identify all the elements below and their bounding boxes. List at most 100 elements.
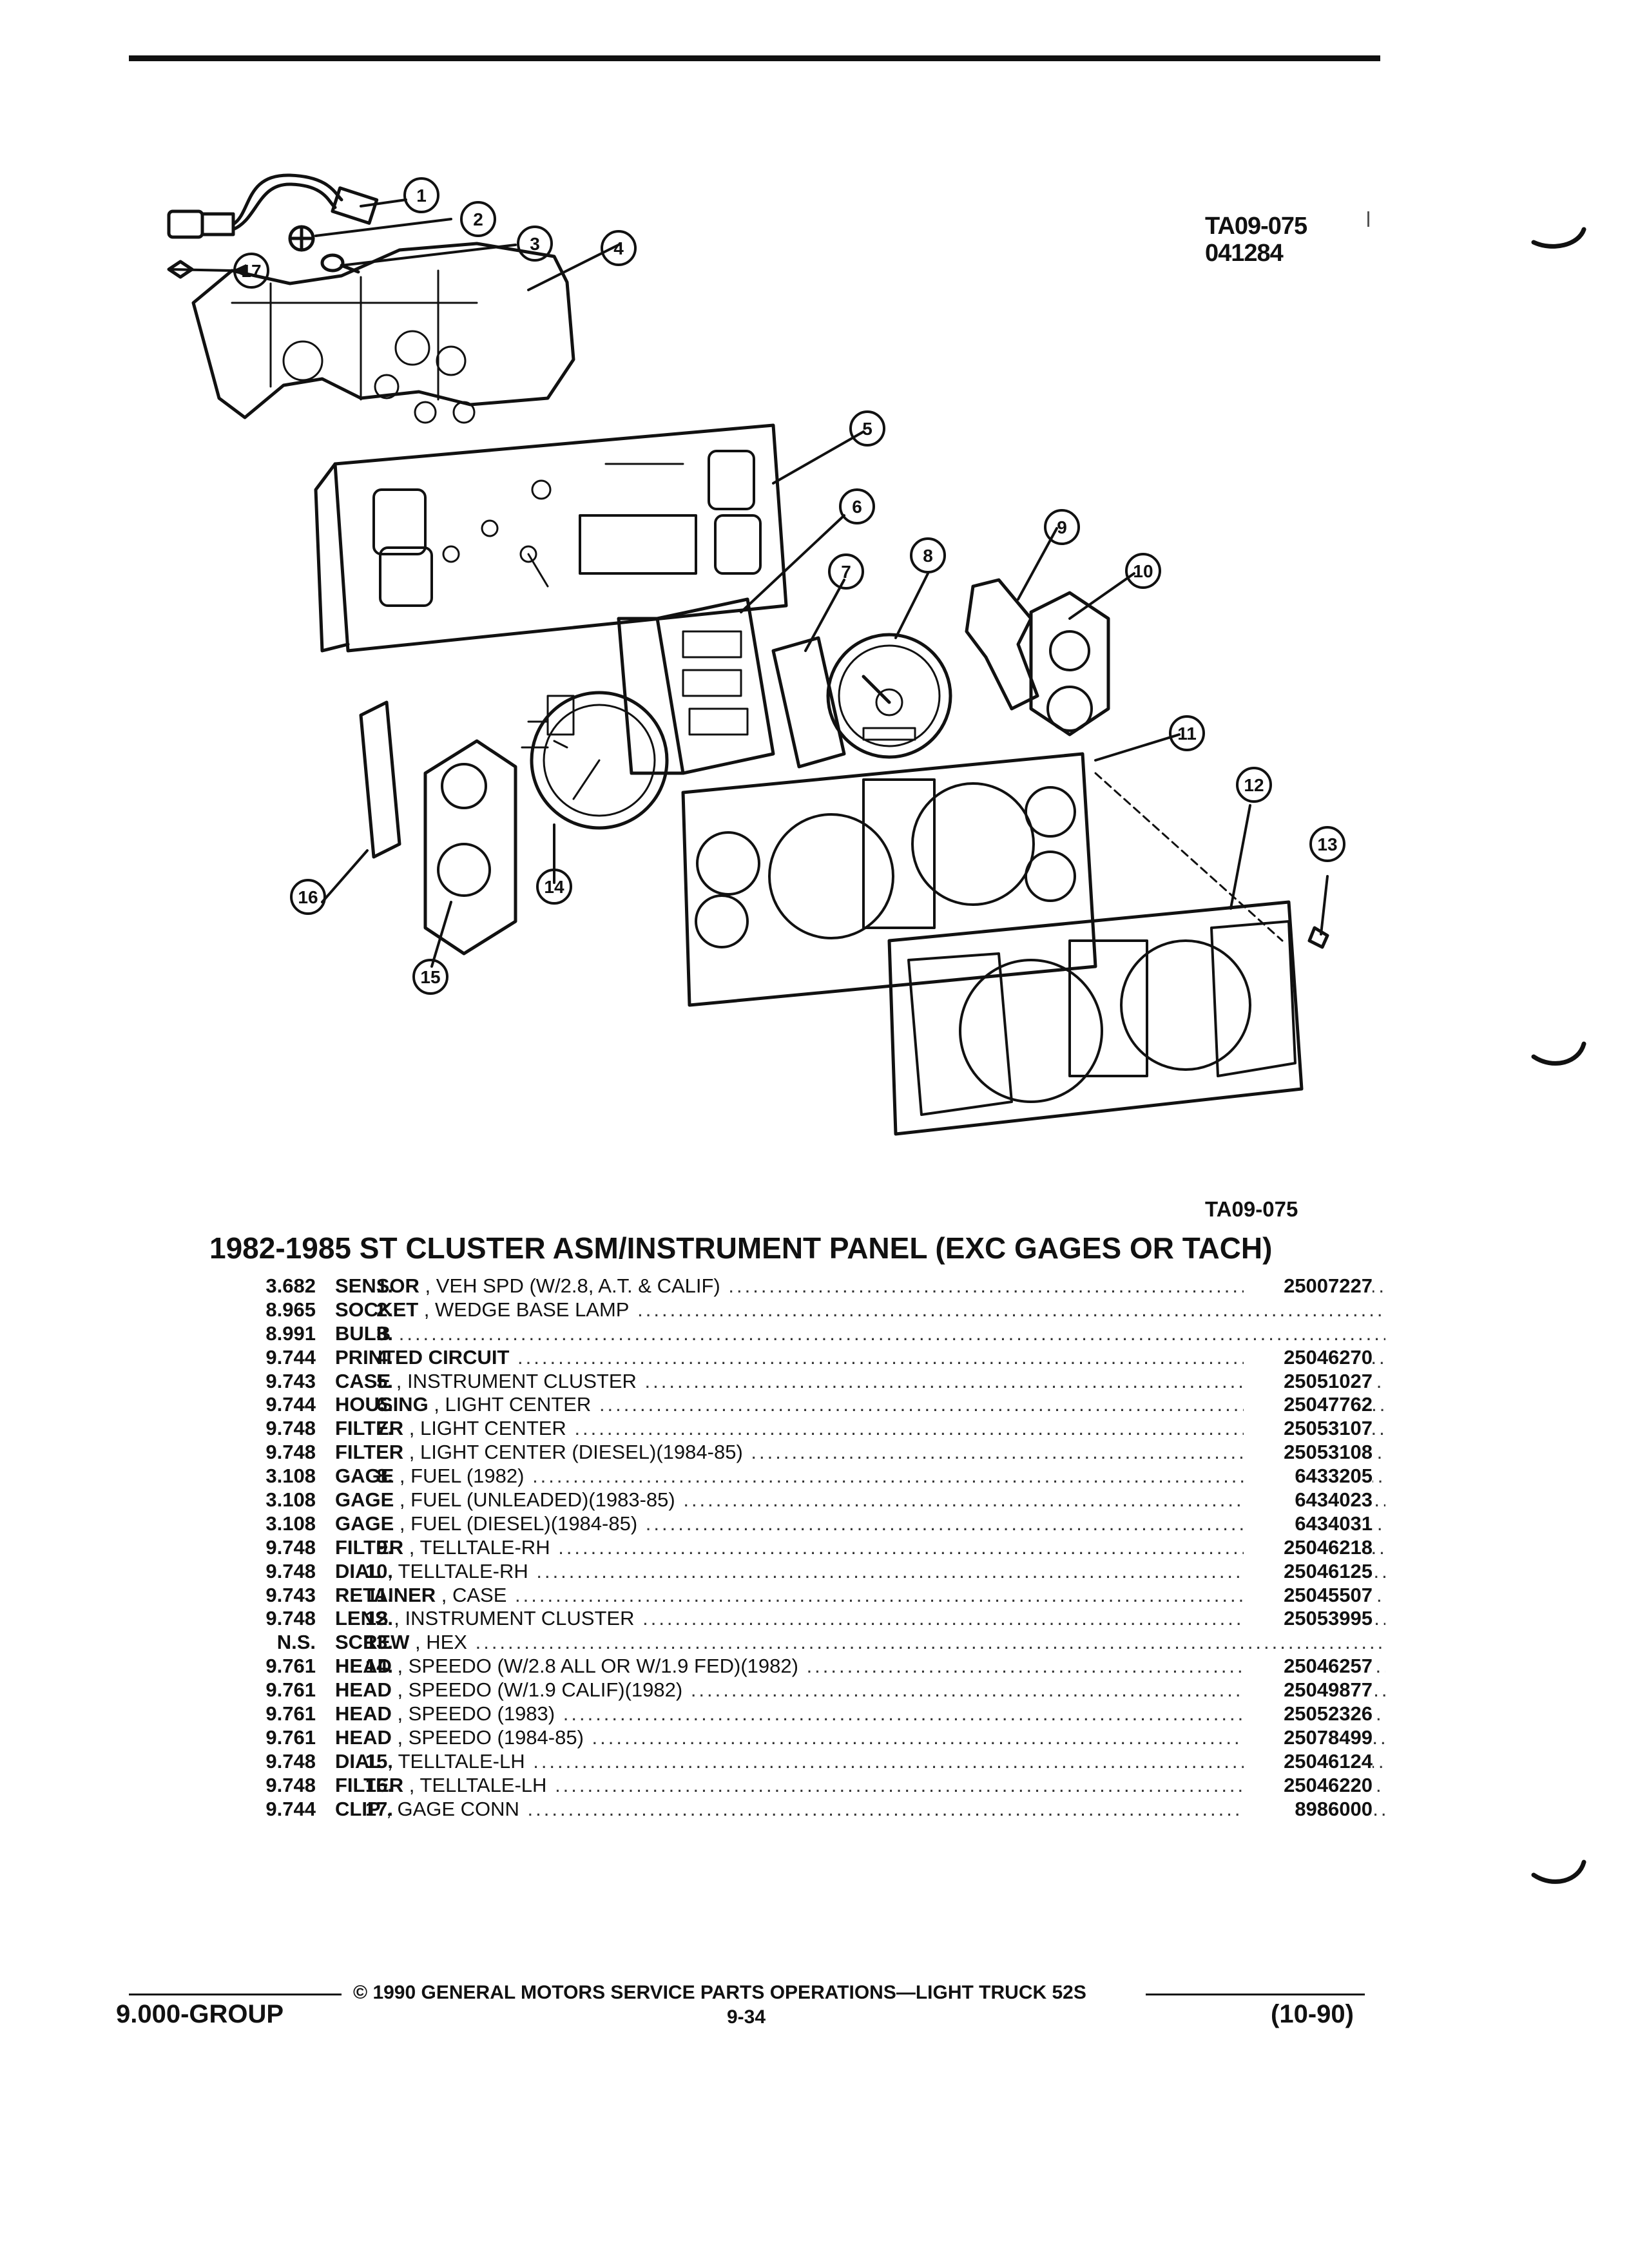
- part-name: DIAL: [335, 1559, 382, 1582]
- margin-tick: [1367, 211, 1369, 227]
- part-housing-drawing: [617, 597, 775, 775]
- parts-table-title: 1982-1985 ST CLUSTER ASM/INSTRUMENT PANE…: [209, 1231, 1273, 1265]
- part-telltale-lh-drawing: [359, 700, 517, 956]
- item-number: 11.: [366, 1583, 393, 1606]
- callout-12: [1236, 767, 1272, 803]
- part-number: 25052326: [1244, 1702, 1373, 1726]
- top-rule: [129, 55, 1380, 61]
- group-number: 9.743: [265, 1583, 316, 1606]
- part-description: DIAL , TELLTALE-LH .....................…: [335, 1749, 1385, 1773]
- part-detail: , WEDGE BASE LAMP: [418, 1298, 630, 1321]
- group-number: 9.748: [265, 1773, 316, 1796]
- part-detail: , LIGHT CENTER: [428, 1393, 592, 1416]
- group-number: 8.991: [265, 1321, 316, 1345]
- callout-9: [1044, 509, 1080, 545]
- item-number: 10.: [365, 1559, 393, 1582]
- part-number: 25007227: [1244, 1274, 1373, 1298]
- group-number: 9.761: [265, 1678, 316, 1702]
- binder-mark-1: [1531, 227, 1586, 249]
- callout-1: [403, 177, 439, 213]
- part-detail: , LIGHT CENTER: [403, 1417, 566, 1440]
- callout-label: 1: [416, 186, 427, 206]
- part-number: 25046257: [1244, 1655, 1373, 1679]
- part-detail: , VEH SPD (W/2.8, A.T. & CALIF): [419, 1274, 720, 1297]
- group-number: 3.108: [265, 1488, 316, 1512]
- callout-15: [412, 959, 448, 995]
- group-number: 9.761: [265, 1702, 316, 1725]
- footer-group: 9.000-GROUP: [116, 2000, 284, 2028]
- callout-label: 8: [923, 546, 933, 566]
- part-number: 25046124: [1244, 1749, 1373, 1774]
- diagram-ref-date: 041284: [1205, 240, 1284, 267]
- callout-label: 11: [1177, 724, 1197, 744]
- footer-rule-right: [1146, 1994, 1365, 1995]
- part-detail: , TELLTALE-RH: [403, 1535, 550, 1559]
- part-number: 25053995: [1244, 1607, 1373, 1631]
- part-screw-drawing: [1307, 926, 1329, 949]
- part-name: GAGE: [335, 1512, 394, 1535]
- part-case-drawing: [314, 423, 788, 653]
- part-filter-drawing: [771, 636, 846, 769]
- callout-label: 6: [852, 497, 862, 517]
- part-detail: , HEX: [409, 1631, 467, 1654]
- group-number: 9.761: [265, 1655, 316, 1678]
- part-name: HEAD: [335, 1678, 392, 1702]
- callout-14: [536, 869, 572, 905]
- part-name: HEAD: [335, 1702, 392, 1725]
- group-number: 9.748: [265, 1559, 316, 1582]
- item-number: 17.: [365, 1797, 393, 1820]
- group-number: 3.108: [265, 1465, 316, 1488]
- part-name: SENSOR: [335, 1274, 419, 1297]
- part-name: GAGE: [335, 1488, 394, 1512]
- callout-8: [910, 537, 946, 573]
- part-detail: , INSTRUMENT CLUSTER: [388, 1607, 635, 1630]
- part-name: HEAD: [335, 1655, 392, 1678]
- group-number: 9.743: [265, 1369, 316, 1392]
- part-fuel-gage-drawing: [826, 633, 952, 759]
- callout-label: 5: [862, 419, 872, 439]
- part-name: SCREW: [335, 1631, 410, 1654]
- group-number: 3.682: [265, 1274, 316, 1297]
- part-detail: , SPEEDO (1983): [391, 1702, 555, 1725]
- part-number: 8986000: [1244, 1797, 1373, 1821]
- part-lens-drawing: [887, 900, 1304, 1136]
- part-detail: , TELLTALE-RH: [381, 1559, 528, 1582]
- callout-label: 7: [841, 562, 851, 582]
- part-number: 25049877: [1244, 1678, 1373, 1703]
- group-number: 9.748: [265, 1607, 316, 1630]
- part-name: LENS: [335, 1607, 389, 1630]
- callout-3: [517, 226, 553, 262]
- item-number: 12.: [365, 1607, 393, 1630]
- part-number: 25046220: [1244, 1773, 1373, 1798]
- part-number: 25046125: [1244, 1559, 1373, 1584]
- part-retainer-drawing: [681, 752, 1284, 1007]
- part-number: 25046270: [1244, 1345, 1373, 1370]
- group-number: 9.744: [265, 1393, 316, 1416]
- item-number: 5.: [376, 1369, 393, 1392]
- callout-label: 10: [1133, 561, 1153, 581]
- item-number: 8.: [376, 1465, 393, 1488]
- part-detail: , LIGHT CENTER (DIESEL)(1984-85): [403, 1441, 743, 1464]
- callout-label: 4: [613, 238, 624, 258]
- group-number: 9.761: [265, 1725, 316, 1749]
- callout-label: 15: [420, 967, 440, 987]
- part-name: DIAL: [335, 1749, 382, 1773]
- group-number: 9.748: [265, 1417, 316, 1440]
- part-number: 25051027: [1244, 1369, 1373, 1394]
- footer-revision-date: (10-90): [1271, 2000, 1354, 2028]
- part-name: CLIP: [335, 1797, 381, 1820]
- part-description: CLIP , GAGE CONN .......................…: [335, 1797, 1385, 1820]
- part-name: HEAD: [335, 1725, 392, 1749]
